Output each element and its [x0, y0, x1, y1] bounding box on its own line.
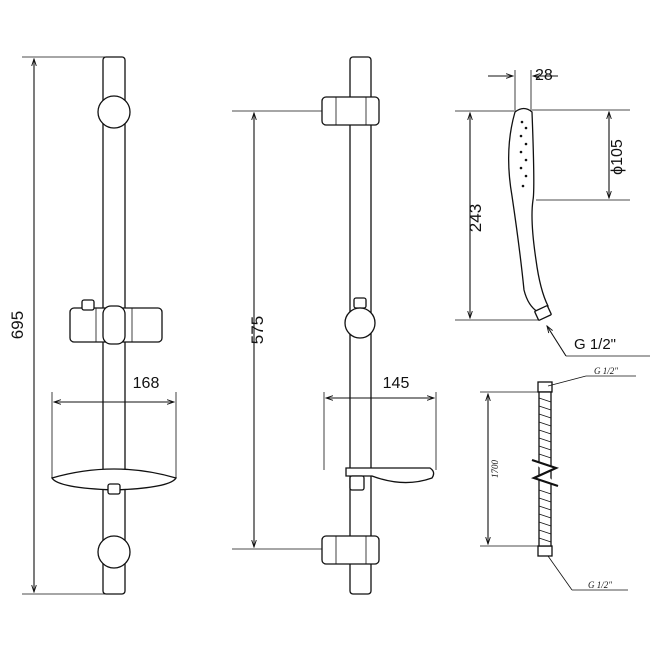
- hand-shower-view: 28 243 ϕ105 G 1/2": [455, 67, 650, 357]
- dim-label-575: 575: [248, 316, 267, 344]
- hose-fitting-bottom: [537, 545, 553, 557]
- soap-dish-front: [51, 468, 177, 495]
- thread-leader-top: [547, 375, 587, 387]
- hand-shower-body: [507, 107, 549, 313]
- dim-label-243: 243: [466, 204, 485, 232]
- handshower-connector: [534, 305, 552, 321]
- thread-label-top: G 1/2": [594, 366, 618, 376]
- hose-view: 1700 G 1/2" G 1/2": [480, 366, 636, 591]
- top-bracket: [97, 95, 131, 129]
- hose-fitting-top: [537, 381, 553, 393]
- hose-break-mark: [530, 458, 560, 488]
- top-wall-bracket: [321, 96, 380, 126]
- hose-ribbing: [538, 397, 552, 543]
- dim-label-168: 168: [133, 375, 160, 392]
- side-view: 575 145: [232, 56, 437, 595]
- dim-label-28: 28: [535, 67, 553, 84]
- bottom-wall-bracket: [321, 535, 380, 565]
- dim-label-695: 695: [8, 311, 27, 339]
- front-view: 695 168: [8, 56, 177, 595]
- dim-label-105: ϕ105: [609, 139, 626, 175]
- soap-dish-side: [345, 467, 435, 491]
- slider-knob-side: [344, 297, 376, 339]
- dim-label-1700: 1700: [490, 460, 500, 479]
- slider-holder: [69, 299, 163, 345]
- bottom-bracket: [97, 535, 131, 569]
- thread-label-hand: G 1/2": [574, 336, 616, 353]
- spray-nozzles: [519, 120, 528, 188]
- dim-label-145: 145: [383, 375, 410, 392]
- thread-leader-hand: [547, 326, 567, 357]
- thread-label-bottom: G 1/2": [588, 580, 612, 590]
- thread-leader-bottom: [547, 555, 573, 591]
